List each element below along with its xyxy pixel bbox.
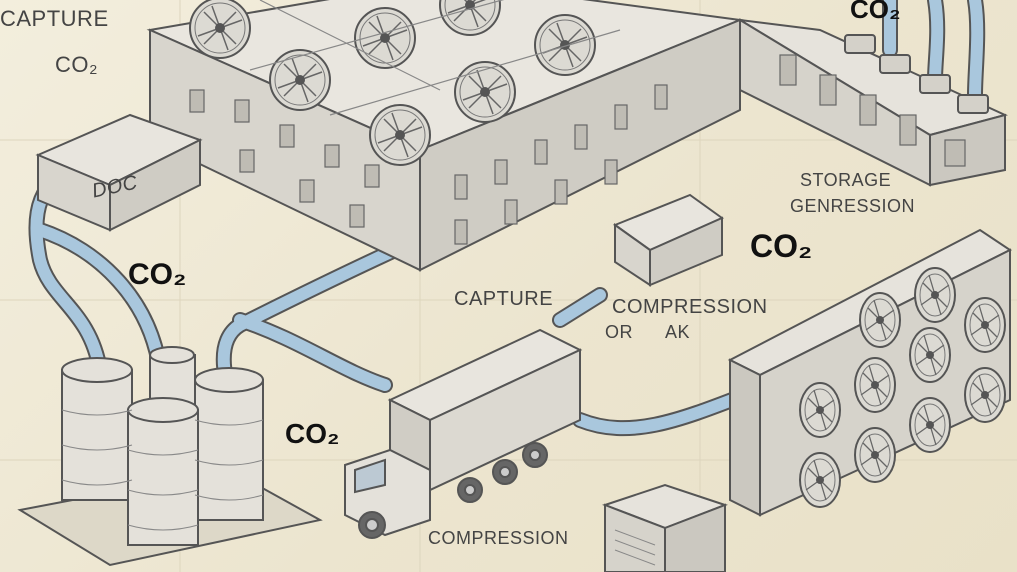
doc-box xyxy=(35,113,203,232)
label-compression-bottom: COMPRESSION xyxy=(428,528,569,548)
label-co2-right: CO₂ xyxy=(750,228,813,264)
label-or-ak: OR AK xyxy=(605,322,691,342)
label-storage: STORAGE xyxy=(800,170,892,190)
label-capture-top: CAPTURE xyxy=(0,6,109,31)
label-capture-mid: CAPTURE xyxy=(454,288,554,310)
label-genression: GENRESSION xyxy=(790,196,916,216)
label-compression-mid: COMPRESSION xyxy=(612,296,768,318)
compression-box xyxy=(612,193,724,287)
label-co2-top-left: CO₂ xyxy=(55,52,99,77)
label-co2-left: CO₂ xyxy=(128,258,187,291)
label-co2-top-right: CO₂ xyxy=(850,0,901,24)
co2-truck xyxy=(344,328,583,539)
compression-unit-small xyxy=(602,483,728,572)
fan-array-unit xyxy=(727,228,1012,517)
storage-building xyxy=(739,18,1008,187)
direct-air-capture-unit xyxy=(146,0,744,272)
storage-silos xyxy=(17,346,323,567)
label-co2-truck: CO₂ xyxy=(285,418,340,449)
